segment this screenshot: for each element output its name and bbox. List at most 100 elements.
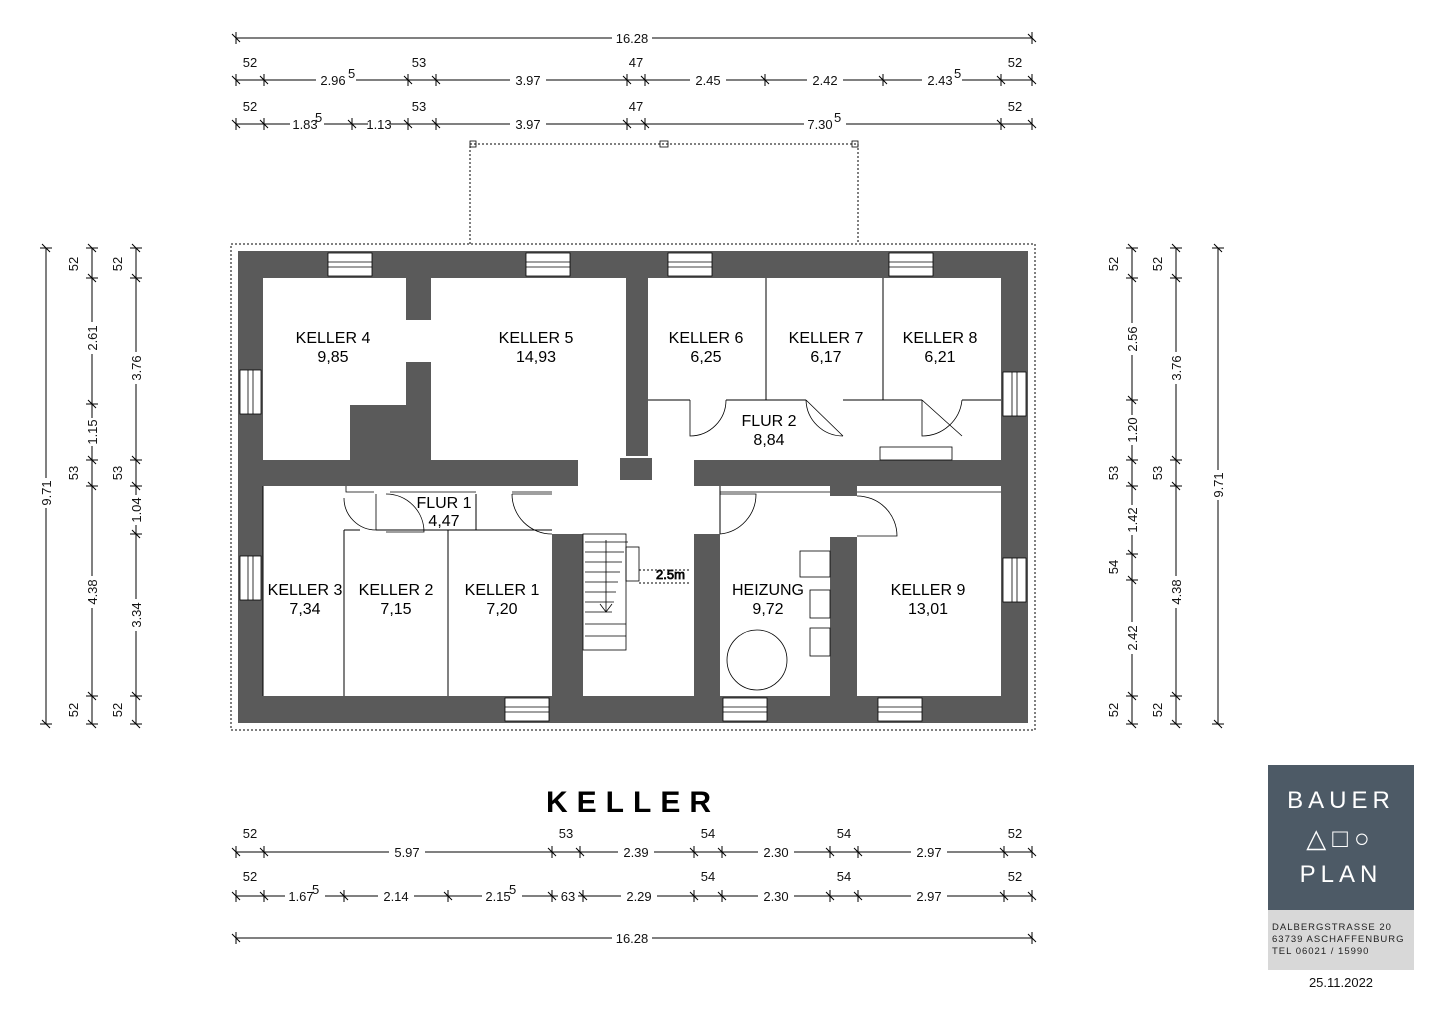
bottom-dimension-chain: 52 5.97 53 2.39 54 2.30 54 2.97 52 52 1.… (231, 826, 1037, 946)
dim-top-r1-5: 47 (629, 55, 643, 70)
dim-right-inner-4: 1.42 (1125, 507, 1140, 532)
dim-right-inner-5: 54 (1106, 560, 1121, 574)
dim-top-r1-4: 3.97 (515, 73, 540, 88)
dim-bottom-r1-8: 52 (1008, 826, 1022, 841)
dim-top-r2-9: 52 (1008, 99, 1022, 114)
dim-left-inner-1: 3.76 (129, 355, 144, 380)
room-keller-6-area: 6,25 (690, 349, 721, 366)
windows (239, 252, 1027, 722)
dim-top-r2-4: 53 (412, 99, 426, 114)
dim-bottom-r2-3: 2.14 (383, 889, 408, 904)
staircase: 2.5m (582, 533, 690, 651)
plan-date: 25.11.2022 (1308, 975, 1374, 990)
dim-top-r1-3: 53 (412, 55, 426, 70)
logo-address-panel: DALBERGSTRASSE 20 63739 ASCHAFFENBURG TE… (1268, 910, 1414, 970)
room-flur-1-area: 4,47 (428, 513, 459, 530)
dim-top-r2-7s: 5 (834, 110, 841, 125)
logo-phone: TEL 06021 / 15990 (1272, 946, 1370, 957)
room-keller-1-area: 7,20 (486, 601, 517, 618)
dim-top-r1-8s: 5 (954, 66, 961, 81)
dim-bottom-r1-5: 2.30 (763, 845, 788, 860)
dim-top-r1-7: 2.42 (812, 73, 837, 88)
room-flur-1-name: FLUR 1 (416, 495, 471, 512)
room-keller-3-name: KELLER 3 (268, 582, 343, 599)
right-dimension-chain: 52 2.56 1.20 53 1.42 54 2.42 52 52 3.76 … (1106, 243, 1226, 729)
bauer-plan-logo: BAUER △□○ PLAN DALBERGSTRASSE 20 63739 A… (1268, 765, 1414, 970)
dim-bottom-r2-0: 52 (243, 869, 257, 884)
dim-top-r2-1: 1.83 (292, 117, 317, 132)
dim-right-inner-2: 1.20 (1125, 417, 1140, 442)
dim-left-mid-3: 53 (66, 466, 81, 480)
dim-left-mid-2: 1.15 (85, 419, 100, 444)
dim-bottom-r2-1: 1.67 (288, 889, 313, 904)
room-labels: KELLER 4 9,85 KELLER 5 14,93 KELLER 6 6,… (268, 330, 978, 618)
dim-right-mid-1: 3.76 (1169, 355, 1184, 380)
logo-street: DALBERGSTRASSE 20 (1272, 922, 1392, 933)
dim-top-r1-1s: 5 (348, 66, 355, 81)
dim-left-outer: 9.71 (39, 480, 54, 505)
dim-left-inner-2: 53 (110, 466, 125, 480)
dim-left-inner-3: 1.04 (129, 497, 144, 522)
dim-right-mid-4: 52 (1150, 703, 1165, 717)
room-keller-9-area: 13,01 (908, 601, 948, 618)
heating-fixtures (726, 446, 953, 691)
annex-outline (469, 140, 859, 244)
dim-top-r1-8: 2.43 (927, 73, 952, 88)
dim-top-r2-1s: 5 (315, 110, 322, 125)
room-flur-2-name: FLUR 2 (741, 413, 796, 430)
room-keller-2-name: KELLER 2 (359, 582, 434, 599)
dim-right-inner-1: 2.56 (1125, 326, 1140, 351)
dim-top-r2-5: 3.97 (515, 117, 540, 132)
room-keller-5-area: 14,93 (516, 349, 556, 366)
plan-title: KELLER (546, 786, 720, 819)
room-keller-9-name: KELLER 9 (891, 582, 966, 599)
room-keller-1-name: KELLER 1 (465, 582, 540, 599)
dim-bottom-r1-1: 5.97 (394, 845, 419, 860)
dim-top-total: 16.28 (616, 31, 649, 46)
dim-bottom-r1-2: 53 (559, 826, 573, 841)
dim-left-mid-1: 2.61 (85, 325, 100, 350)
dim-right-mid-2: 53 (1150, 466, 1165, 480)
dim-top-r2-3: 1.13 (366, 117, 391, 132)
room-keller-7-name: KELLER 7 (789, 330, 864, 347)
room-keller-6-name: KELLER 6 (669, 330, 744, 347)
room-flur-2-area: 8,84 (753, 432, 784, 449)
dim-top-r1-0: 52 (243, 55, 257, 70)
dim-bottom-r1-7: 2.97 (916, 845, 941, 860)
dim-left-inner-5: 52 (110, 703, 125, 717)
dim-bottom-r1-3: 2.39 (623, 845, 648, 860)
dim-top-r2-7: 7.30 (807, 117, 832, 132)
dim-top-r1-1: 2.96 (320, 73, 345, 88)
room-keller-4-name: KELLER 4 (296, 330, 371, 347)
room-keller-8-area: 6,21 (924, 349, 955, 366)
room-keller-5-name: KELLER 5 (499, 330, 574, 347)
dim-bottom-r1-6: 54 (837, 826, 851, 841)
dim-right-inner-7: 52 (1106, 703, 1121, 717)
logo-city: 63739 ASCHAFFENBURG (1272, 934, 1405, 945)
logo-symbols-icon: △□○ (1306, 823, 1376, 853)
room-heizung-area: 9,72 (752, 601, 783, 618)
room-keller-4-area: 9,85 (317, 349, 348, 366)
logo-panel: BAUER △□○ PLAN (1268, 765, 1414, 910)
dim-top-r2-6: 47 (629, 99, 643, 114)
dim-top-r2-0: 52 (243, 99, 257, 114)
dim-left-inner-4: 3.34 (129, 602, 144, 627)
dim-top-r1-10: 52 (1008, 55, 1022, 70)
dim-bottom-total: 16.28 (616, 931, 649, 946)
dim-right-inner-0: 52 (1106, 257, 1121, 271)
dim-left-mid-0: 52 (66, 257, 81, 271)
logo-word-bauer: BAUER (1287, 787, 1395, 814)
dim-bottom-r2-8: 54 (701, 869, 715, 884)
room-heizung-name: HEIZUNG (732, 582, 804, 599)
dim-bottom-r2-11: 2.97 (916, 889, 941, 904)
building: 2.5m KELLER 4 9,85 KELLER 5 14,93 KELLER… (230, 243, 1036, 731)
dim-bottom-r2-4: 2.15 (485, 889, 510, 904)
left-dimension-chain: 9.71 52 2.61 1.15 53 4.38 52 52 3.76 53 … (38, 243, 144, 729)
dim-bottom-r2-4s: 5 (509, 882, 516, 897)
top-dimension-chain: 16.28 52 2.96 5 53 3.97 47 2.45 2.42 2.4… (236, 30, 1032, 132)
room-keller-2-area: 7,15 (380, 601, 411, 618)
dim-right-mid-3: 4.38 (1169, 579, 1184, 604)
dim-bottom-r2-7: 2.29 (626, 889, 651, 904)
top-ticks (231, 32, 1037, 130)
room-keller-3-area: 7,34 (289, 601, 320, 618)
